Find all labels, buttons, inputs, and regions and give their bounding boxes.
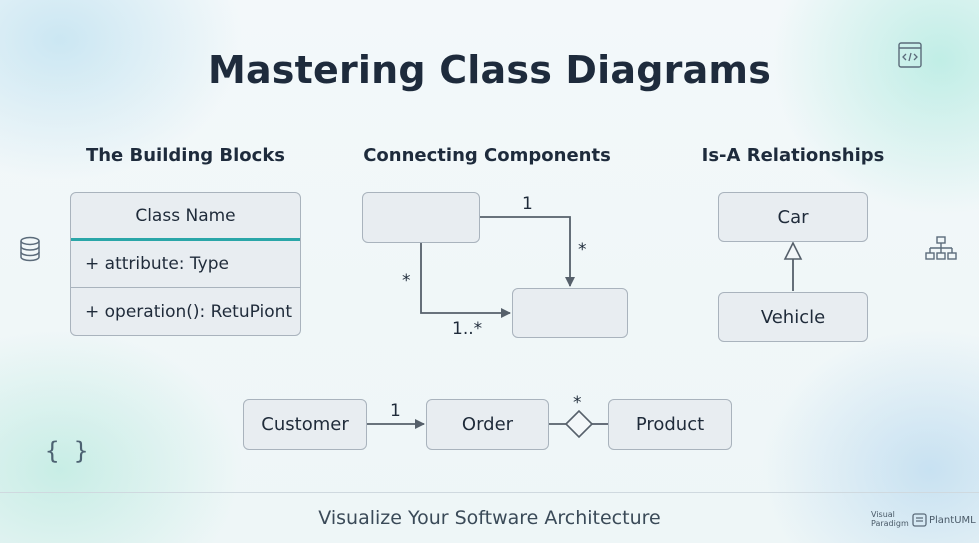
uml-class-box: Class Name + attribute: Type + operation… xyxy=(70,192,301,336)
footer-divider xyxy=(0,492,979,493)
blank-class-box-bottom xyxy=(512,288,628,338)
curly-braces-icon: { } xyxy=(45,437,89,465)
order-box: Order xyxy=(426,399,549,450)
parent-class-box: Car xyxy=(718,192,868,242)
footer-tagline: Visualize Your Software Architecture xyxy=(318,507,661,529)
child-class-box: Vehicle xyxy=(718,292,868,342)
association-line-top xyxy=(479,216,575,287)
class-name-row: Class Name xyxy=(71,193,300,241)
customer-box: Customer xyxy=(243,399,367,450)
database-icon xyxy=(20,236,40,262)
heading-building-blocks: The Building Blocks xyxy=(85,145,286,166)
blank-class-box-top xyxy=(362,192,480,243)
page-title: Mastering Class Diagrams xyxy=(207,48,772,92)
plantuml-logo-icon xyxy=(912,513,927,527)
heading-connecting-components: Connecting Components xyxy=(363,145,611,166)
association-line-left xyxy=(420,243,511,318)
plantuml-brand: PlantUML xyxy=(929,515,976,526)
multiplicity-label-one: 1 xyxy=(390,401,401,421)
multiplicity-label-top: 1 xyxy=(522,194,533,214)
multiplicity-label-left: * xyxy=(402,271,411,291)
visual-paradigm-brand-line2: Paradigm xyxy=(871,519,909,528)
inheritance-arrowhead xyxy=(783,241,803,260)
operation-row: + operation(): RetuPiont xyxy=(85,301,293,322)
product-box: Product xyxy=(608,399,732,450)
hierarchy-icon xyxy=(925,236,957,260)
visual-paradigm-brand: Visual Paradigm xyxy=(871,510,909,528)
multiplicity-label-right: * xyxy=(578,240,587,260)
heading-is-a-relationships: Is-A Relationships xyxy=(701,145,885,166)
multiplicity-label-many: * xyxy=(573,393,582,413)
code-window-icon xyxy=(898,42,922,68)
aggregation-diamond xyxy=(564,409,594,439)
multiplicity-label-bottom: 1..* xyxy=(452,319,483,339)
attribute-row: + attribute: Type xyxy=(71,241,300,288)
visual-paradigm-brand-line1: Visual xyxy=(871,510,895,519)
